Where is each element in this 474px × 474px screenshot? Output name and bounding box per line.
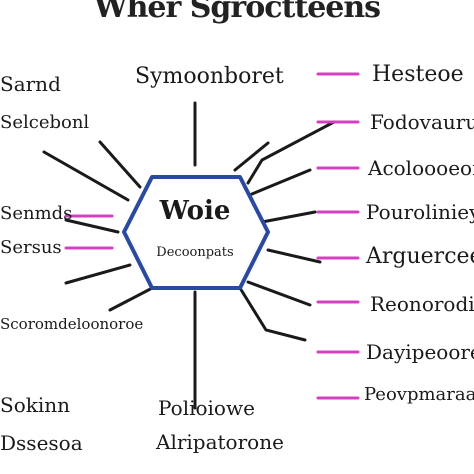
label-right-4: Pouroliniey (366, 200, 474, 224)
label-left-6: Sokinn (0, 393, 71, 417)
label-bottom-center-1: Polioiowe (158, 396, 255, 420)
label-top-center: Symoonboret (135, 64, 284, 89)
diagram-title: Wher Sgroctteens (93, 0, 381, 25)
label-right-1: Hesteoe (372, 62, 464, 87)
spoke-upper-right (233, 141, 270, 172)
hub-subtitle: Decoonpats (156, 245, 234, 260)
label-right-7: Dayipeoore (366, 340, 474, 364)
spoke-upper-left (98, 140, 142, 189)
spoke-right-a (250, 168, 312, 196)
hub-hexagon (122, 175, 270, 290)
label-left-2: Selcebonl (0, 112, 90, 133)
hub-title: Woie (159, 196, 231, 226)
spoke-right-b (260, 210, 317, 224)
label-left-5: Scoromdeloonoroe (0, 315, 144, 333)
label-bottom-center-2: Alripatorone (156, 430, 284, 454)
label-right-6: Reonorodiom (370, 292, 474, 316)
spoke-lower-left (64, 263, 132, 285)
label-right-5: Arguercee (366, 244, 474, 269)
spoke-lower-right-2 (238, 286, 307, 342)
spoke-right-c (266, 248, 322, 264)
label-right-2: Fodovaurun (370, 110, 474, 134)
spoke-upper-right-2 (246, 120, 336, 185)
label-left-7: Dssesoa (0, 431, 83, 455)
label-left-3: Senmds (0, 203, 73, 224)
label-right-8: Peovpmaraane (364, 384, 474, 405)
spoke-upper-left-2 (42, 150, 130, 202)
spoke-lower-right (246, 280, 312, 307)
label-right-3: Acoloooeonn (368, 156, 474, 180)
spoke-lower-left-2 (108, 283, 160, 312)
label-left-4: Sersus (0, 237, 62, 258)
spoke-left-mid (64, 218, 120, 234)
label-left-1: Sarnd (0, 72, 61, 96)
